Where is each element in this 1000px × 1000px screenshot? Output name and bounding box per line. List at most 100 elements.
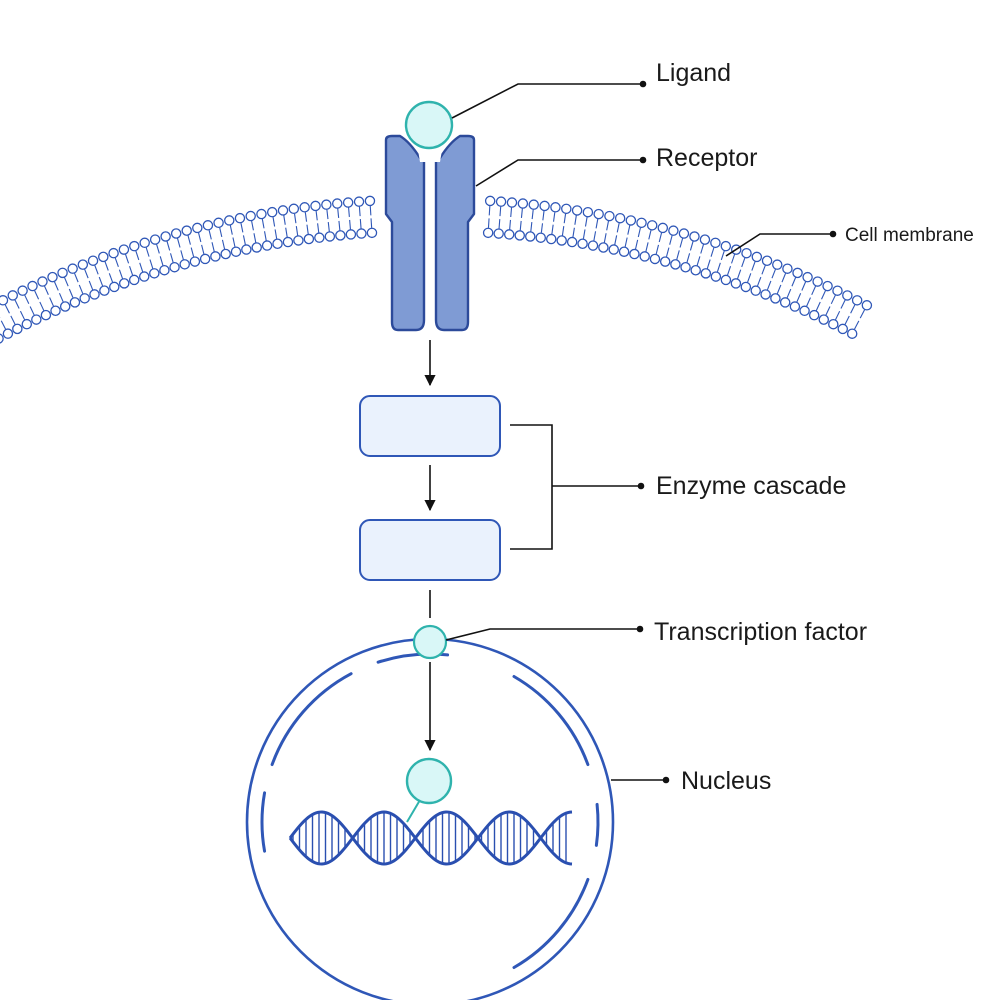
lipid-tail [781,273,787,283]
lipid-tail [796,293,802,303]
lipid-head [646,220,658,231]
lipid-tail [149,259,154,269]
lipid-tail [272,217,276,227]
lipid-head [321,199,332,210]
lipid-tail [771,269,776,279]
lipid-tail [34,290,40,300]
lipid-tail [349,219,352,230]
lipid-head [799,305,810,317]
nuclear-envelope-segment [512,877,590,969]
enzyme-box-2 [359,519,501,581]
lipid-tail [176,238,181,248]
lipid-head [670,259,681,270]
lipid-head [138,271,150,282]
lipid-tail [197,232,202,243]
lipid-tail [114,257,119,268]
lipid-head [720,274,732,286]
lipid-tail [574,215,577,225]
lipid-head [40,309,52,321]
lipid-head [293,235,304,246]
lipid-head [241,244,252,255]
lipid-tail [327,221,330,232]
lipid-tail [756,276,762,287]
lipid-head [169,261,180,273]
lipid-tail [274,229,278,239]
lipid-head [587,240,599,251]
lipid-tail [776,284,782,294]
lipid-tail [129,265,134,276]
lipid-head [604,210,615,222]
lipid-tail [487,218,490,228]
lipid-tail [606,220,610,231]
lipid-tail [53,281,59,291]
lipid-tail [627,225,631,235]
lipid-tail [370,218,373,228]
lipid-tail [552,212,556,222]
lipid-tail [180,250,184,260]
bound-transcription-factor [405,757,453,805]
lipid-tail [348,207,350,218]
lipid-tail [19,310,26,320]
lipid-head [690,264,701,276]
lipid-head [345,229,357,240]
lipid-tail [24,294,30,305]
dna-double-helix [288,810,573,866]
lipid-tail [737,269,742,279]
lipid-tail [94,265,99,275]
lipid-head [545,233,557,245]
lipid-head [251,242,262,253]
lipid-head [181,225,192,236]
lipid-head [149,268,160,279]
lipid-head [639,251,650,262]
lipid-tail [201,244,205,255]
lipid-tail [859,309,866,319]
lipid-head [0,333,4,344]
lipid-tail [761,265,766,275]
lipid-head [528,199,539,210]
lipid-tail [676,250,680,260]
lipid-tail [645,242,649,252]
lipid-tail [68,288,74,298]
receptor-left-subunit [384,134,426,332]
lipid-head [12,323,23,335]
lipid-tail [240,222,244,233]
lipid-tail [815,301,821,311]
lipid-tail [520,208,523,219]
lipid-tail [326,209,329,220]
lipid-head [366,227,378,239]
label-ligand: Ligand [656,59,731,87]
lipid-head [625,215,637,226]
lipid-head [832,285,843,296]
lipid-tail [169,253,174,263]
ligand-molecule [404,100,454,150]
nucleus-leader-dot [662,776,670,784]
lipid-tail [221,239,226,250]
lipid-tail [283,215,286,225]
receptor-right-subunit [434,134,476,332]
lipid-tail [603,233,607,243]
lipid-tail [648,230,652,240]
lipid-tail [563,213,567,224]
lipid-head [772,259,783,270]
lipid-tail [88,280,94,290]
lipid-tail [118,269,124,279]
lipid-head [837,323,849,335]
lipid-tail [108,273,114,283]
receptor [384,134,476,332]
lipid-tail [806,297,811,307]
lipid-head [261,240,273,251]
lipid-head [789,301,801,312]
lipid-tail [293,213,297,224]
lipid-head [482,227,494,239]
lipid-head [160,231,171,242]
lipid-head [680,262,691,273]
lipid-head [741,247,752,259]
lipid-head [782,263,793,274]
lipid-head [364,195,376,207]
lipid-head [720,240,732,252]
lipid-head [59,301,71,312]
lipid-head [179,259,190,270]
lipid-head [98,251,109,263]
lipid-tail [510,207,513,218]
lipid-head [779,297,791,308]
